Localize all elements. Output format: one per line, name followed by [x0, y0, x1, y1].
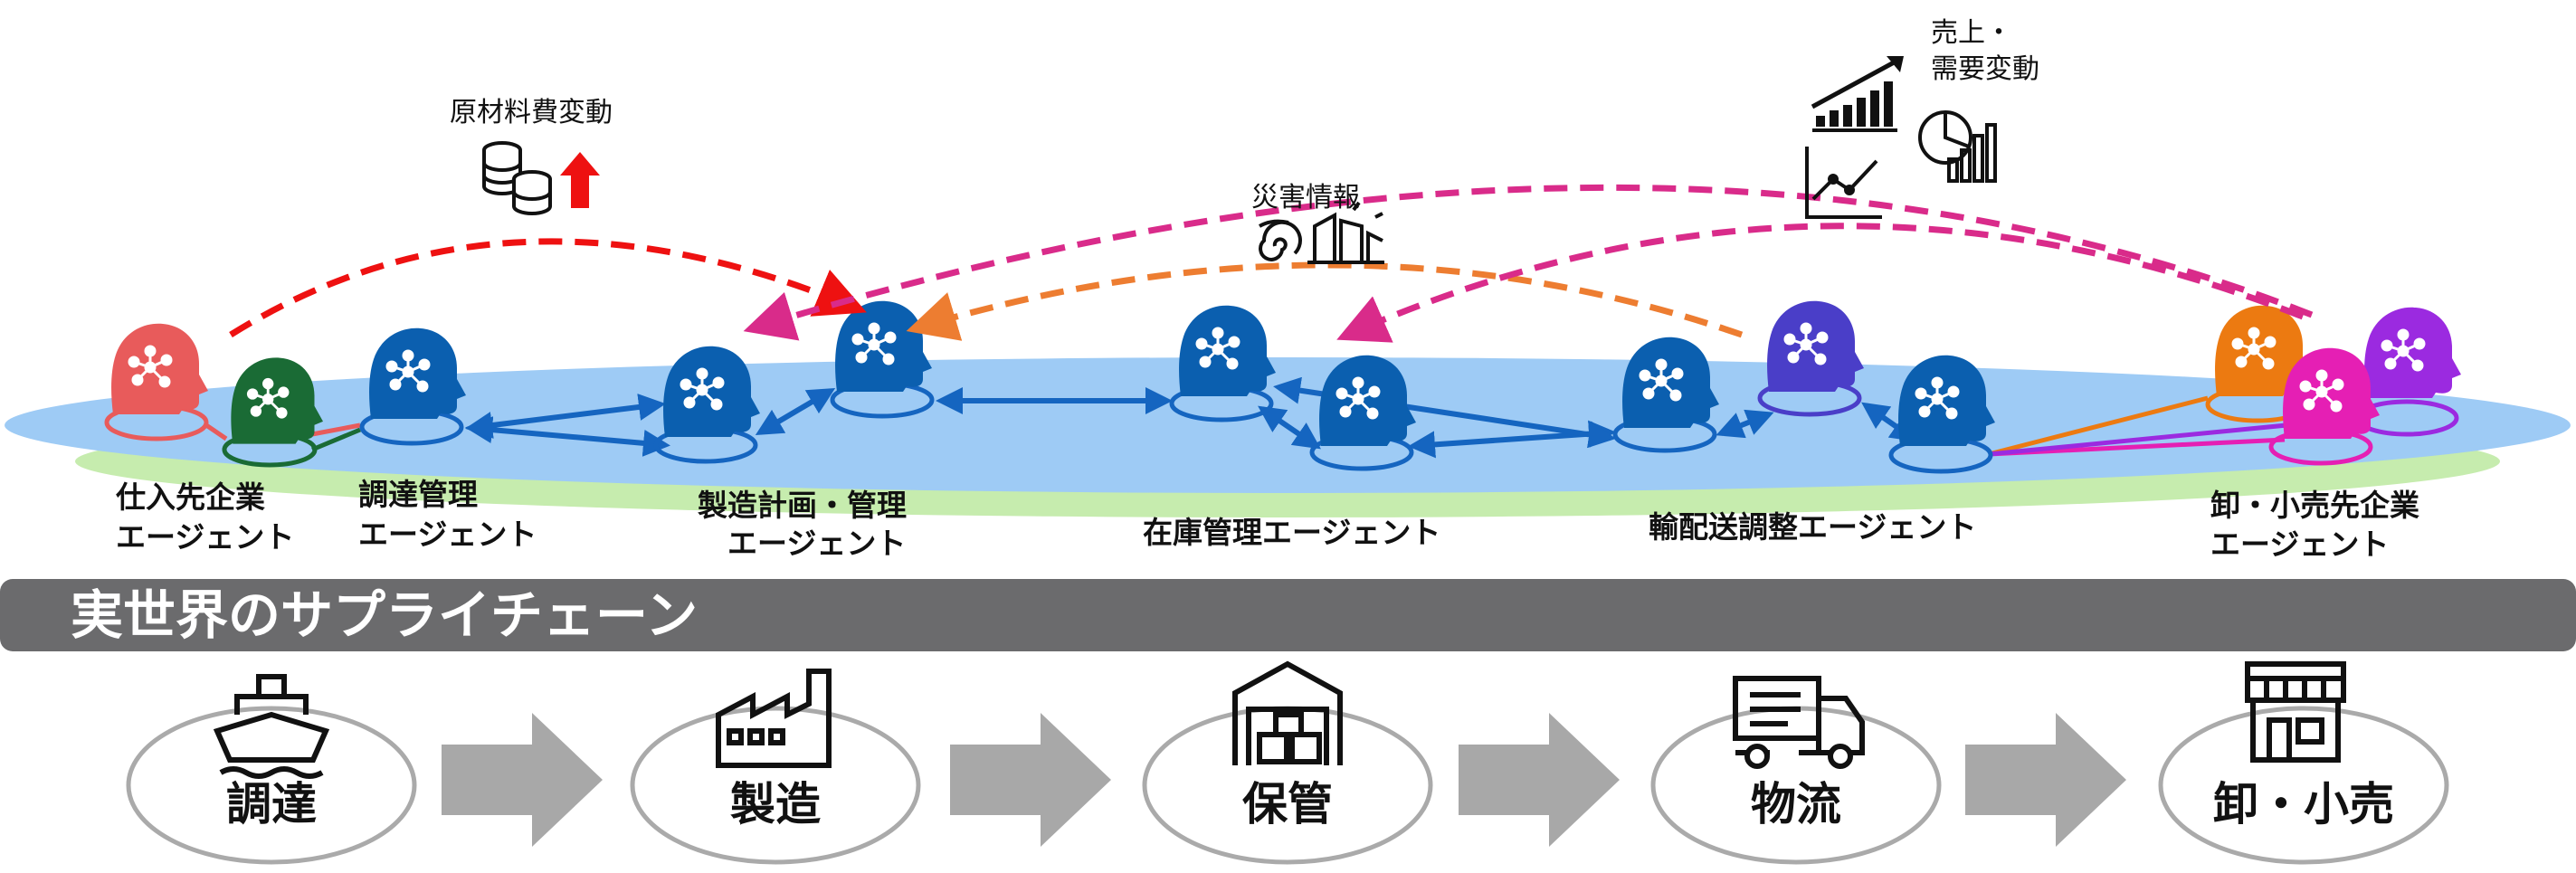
stage-label-logistics: 物流 — [1751, 778, 1841, 830]
manufacturing-agent-label-1: 製造計画・管理 — [698, 488, 907, 523]
link-procurement-red — [311, 422, 361, 437]
stage-label-procurement: 調達 — [226, 778, 317, 830]
agent-connections — [465, 376, 1918, 459]
stage-arrow-3 — [1459, 713, 1620, 847]
link-supplier-partner — [204, 422, 228, 441]
stage-label-storage: 保管 — [1242, 778, 1333, 830]
link-retailer-orange — [1988, 395, 2209, 457]
brain-network-icon — [2364, 307, 2461, 398]
stage-label-retail: 卸・小売 — [2213, 778, 2394, 830]
brain-network-icon — [1767, 300, 1864, 392]
brain-network-icon — [663, 346, 760, 437]
link-retailer-magenta — [1988, 437, 2286, 457]
sales-demand-label-1: 売上・ — [1931, 17, 2012, 49]
link-procurement-manufacturing-2 — [465, 394, 666, 439]
brain-network-icon — [835, 300, 932, 392]
retailer-agent-label-1: 卸・小売先企業 — [2210, 488, 2419, 523]
real-world-banner — [0, 579, 2576, 651]
collapsed-building-icon — [1307, 201, 1384, 264]
procurement-agent-label-1: 調達管理 — [358, 477, 478, 512]
up-arrow-icon — [560, 152, 600, 208]
stage-storage: 保管 — [1142, 660, 1433, 865]
procurement-agent-label-2: エージェント — [358, 517, 537, 552]
coins-icon — [482, 141, 552, 215]
line-chart-icon — [1805, 147, 1882, 219]
warehouse-icon — [1232, 660, 1343, 765]
sales-demand-label-2: 需要変動 — [1931, 53, 2039, 85]
stage-manufacturing: 製造 — [630, 669, 921, 865]
pie-chart-icon — [1918, 110, 1997, 183]
material-cost-label: 原材料費変動 — [450, 97, 613, 128]
banner-title: 実世界のサプライチェーン — [71, 584, 698, 646]
brain-network-icon — [1179, 305, 1276, 396]
factory-icon — [716, 669, 832, 768]
arrow-material-cost — [229, 238, 867, 337]
truck-icon — [1733, 676, 1865, 769]
ship-icon — [213, 674, 330, 779]
brain-network-icon — [111, 323, 209, 414]
logistics-agent-label: 輸配送調整エージェント — [1649, 509, 1976, 545]
disaster-label: 災害情報 — [1251, 182, 1360, 214]
arrow-demand-inventory — [1336, 223, 2305, 343]
stage-procurement: 調達 — [126, 674, 417, 865]
brain-network-icon — [1622, 337, 1719, 428]
supplier-agent-label-1: 仕入先企業 — [116, 479, 265, 515]
typhoon-icon — [1259, 219, 1302, 261]
inventory-agent-label: 在庫管理エージェント — [1143, 515, 1440, 550]
stage-label-manufacturing: 製造 — [730, 778, 821, 830]
bar-chart-icon — [1811, 56, 1904, 132]
store-icon — [2245, 661, 2346, 763]
brain-network-icon — [369, 327, 466, 419]
arrow-demand-procurement — [743, 184, 2314, 341]
supplier-agent-label-2: エージェント — [116, 519, 294, 555]
stage-logistics: 物流 — [1650, 676, 1942, 865]
brain-network-icon — [231, 357, 323, 444]
manufacturing-agent-label-2: エージェント — [727, 526, 906, 561]
retailer-agent-label-2: エージェント — [2210, 527, 2389, 562]
stage-retail: 卸・小売 — [2158, 661, 2449, 865]
stage-arrow-1 — [442, 713, 603, 847]
stage-arrow-4 — [1965, 713, 2126, 847]
link-manufacturing-internal — [755, 387, 836, 436]
arrow-disaster — [906, 261, 1744, 341]
link-partner-procurement — [311, 427, 361, 452]
link-logistics-partner — [1716, 409, 1774, 439]
stage-arrow-2 — [950, 713, 1111, 847]
